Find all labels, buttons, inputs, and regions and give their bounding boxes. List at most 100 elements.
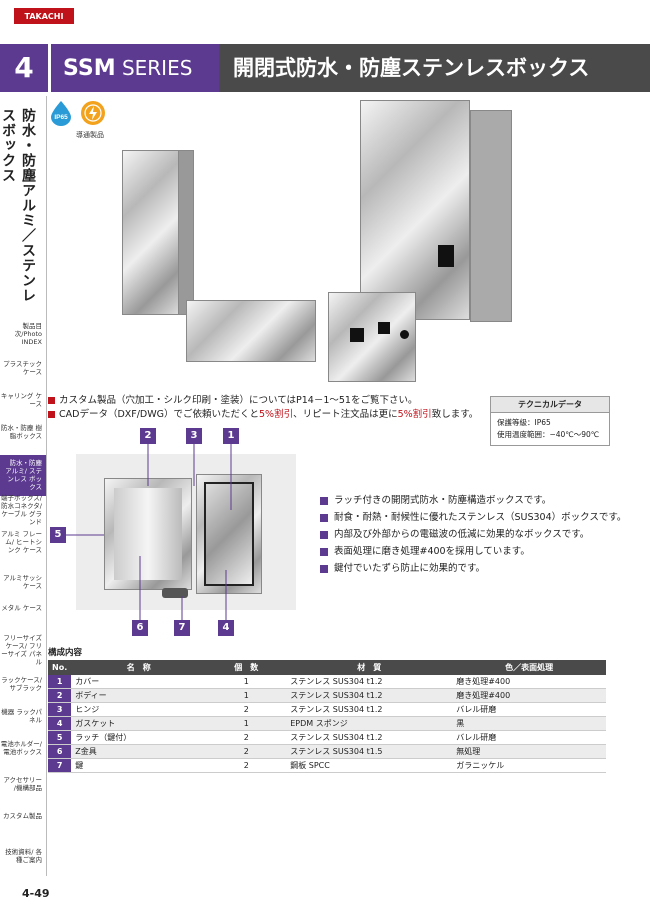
- red-square-bullet: [48, 411, 55, 418]
- feature-item: 耐食・耐熱・耐候性に優れたステンレス（SUS304）ボックスです。: [320, 509, 626, 523]
- cell-no: 7: [48, 758, 72, 773]
- conductive-bolt-icon: [81, 101, 105, 125]
- note-custom-text: カスタム製品（穴加工・シルク印刷・塗装）についてはP14－1～51をご覧下さい。: [59, 395, 418, 406]
- cell-material: ステンレス SUS304 t1.2: [286, 702, 453, 717]
- nav-item[interactable]: 機器 ラックパネル: [1, 708, 42, 725]
- nav-item[interactable]: 製品目次/Photo INDEX: [14, 322, 42, 347]
- note-cad-discount-2: 5%割引: [397, 409, 432, 420]
- nav-item[interactable]: メタル ケース: [1, 604, 42, 612]
- callout-1: 1: [223, 428, 239, 444]
- ip-badge-text: IP65: [54, 114, 68, 121]
- cell-qty: 2: [206, 744, 287, 759]
- col-header-finish: 色／表面処理: [452, 660, 606, 675]
- note-cad-post: 致します。: [431, 409, 479, 420]
- components-heading: 構成内容: [48, 648, 83, 658]
- table-header-row: No. 名 称 個 数 材 質 色／表面処理: [48, 660, 606, 675]
- purple-square-bullet: [320, 564, 328, 573]
- cell-no: 2: [48, 688, 72, 703]
- chapter-number: 4: [0, 44, 48, 92]
- open-box-interior: [114, 488, 182, 580]
- cell-finish: 無処理: [452, 744, 606, 759]
- nav-item[interactable]: アルミサッシ ケース: [3, 574, 42, 591]
- nav-item[interactable]: 技術資料/ 各種ご案内: [5, 848, 42, 865]
- cell-material: EPDM スポンジ: [286, 716, 453, 731]
- product-photo-small-box-hole: [350, 328, 364, 342]
- nav-item[interactable]: 端子ボックス/ 防水コネクタ/ ケーブル グランド: [1, 494, 42, 527]
- nav-item[interactable]: 電池ホルダー/ 電池ボックス: [0, 740, 42, 757]
- callout-3: 3: [186, 428, 202, 444]
- col-header-qty: 個 数: [206, 660, 287, 675]
- cell-material: ステンレス SUS304 t1.2: [286, 675, 453, 689]
- product-photo-tall-box: [122, 150, 180, 315]
- purple-square-bullet: [320, 496, 328, 505]
- cell-finish: 磨き処理#400: [452, 675, 606, 689]
- feature-item: 表面処理に磨き処理#400を採用しています。: [320, 543, 530, 557]
- cell-finish: バレル研磨: [452, 730, 606, 745]
- ip65-drop-icon: IP65: [51, 101, 71, 126]
- purple-square-bullet: [320, 513, 328, 522]
- nav-item[interactable]: 防水・防塵 アルミ/ ステンレス ボックス: [0, 455, 46, 496]
- cell-no: 4: [48, 716, 72, 731]
- page-title: 開閉式防水・防塵ステンレスボックス: [219, 44, 650, 92]
- nav-item[interactable]: キャリング ケース: [0, 392, 42, 409]
- nav-item[interactable]: フリーサイズ ケース/ フリーサイズ パネル: [1, 634, 42, 667]
- feature-text: ラッチ付きの開閉式防水・防塵構造ボックスです。: [334, 495, 552, 506]
- nav-item[interactable]: カスタム製品: [3, 812, 42, 820]
- nav-item[interactable]: アルミ フレーム/ ヒートシンク ケース: [0, 530, 42, 555]
- cell-qty: 1: [206, 675, 287, 689]
- cell-qty: 2: [206, 702, 287, 717]
- cell-name: カバー: [71, 675, 207, 689]
- series-sub: SERIES: [121, 56, 193, 80]
- feature-text: 内部及び外部からの電磁波の低減に効果的なボックスです。: [334, 529, 590, 540]
- cell-no: 6: [48, 744, 72, 759]
- cell-material: 鋼板 SPCC: [286, 758, 453, 773]
- cell-qty: 2: [206, 758, 287, 773]
- cell-no: 3: [48, 702, 72, 717]
- nav-item[interactable]: アクセサリー /機構部品: [3, 776, 42, 793]
- cell-material: ステンレス SUS304 t1.5: [286, 744, 453, 759]
- brand-logo: TAKACHI: [14, 8, 74, 24]
- nav-item[interactable]: ラックケース/ サブラック: [1, 676, 42, 693]
- nav-item[interactable]: プラスチック ケース: [3, 360, 42, 377]
- feature-item: ラッチ付きの開閉式防水・防塵構造ボックスです。: [320, 492, 551, 506]
- product-photo-large-box-side: [470, 110, 512, 322]
- note-cad-pre: CADデータ（DXF/DWG）でご依頼いただくと: [59, 409, 260, 420]
- series-label: SSM SERIES: [51, 44, 219, 92]
- cell-finish: 磨き処理#400: [452, 688, 606, 703]
- conductive-label: 導通製品: [76, 131, 104, 139]
- side-title: 防水・防塵アルミ／ステンレスボックス: [0, 108, 36, 303]
- page-number: 4-49: [22, 887, 50, 900]
- red-square-bullet: [48, 397, 55, 404]
- feature-text: 表面処理に磨き処理#400を採用しています。: [334, 546, 530, 557]
- callout-2: 2: [140, 428, 156, 444]
- technical-data-header: テクニカルデータ: [491, 397, 609, 413]
- technical-data-temperature: 使用温度範囲：−40℃〜90℃: [497, 430, 600, 439]
- callout-6: 6: [132, 620, 148, 636]
- product-photo-flat-box: [186, 300, 316, 362]
- cell-name: ガスケット: [71, 716, 207, 731]
- feature-text: 耐食・耐熱・耐候性に優れたステンレス（SUS304）ボックスです。: [334, 512, 627, 523]
- feature-item: 内部及び外部からの電磁波の低減に効果的なボックスです。: [320, 526, 589, 540]
- note-cad-discount-1: 5%割引: [259, 409, 294, 420]
- technical-data-protection: 保護等級：IP65: [497, 418, 551, 427]
- cell-finish: ガラニッケル: [452, 758, 606, 773]
- cell-name: Z金具: [71, 744, 207, 759]
- nav-item[interactable]: 防水・防塵 樹脂ボックス: [0, 424, 42, 441]
- open-box-gasket: [204, 482, 254, 586]
- cell-name: ヒンジ: [71, 702, 207, 717]
- series-main: SSM: [63, 56, 116, 81]
- note-custom: カスタム製品（穴加工・シルク印刷・塗装）についてはP14－1～51をご覧下さい。: [48, 392, 417, 406]
- col-header-no: No.: [48, 660, 72, 675]
- note-cad: CADデータ（DXF/DWG）でご依頼いただくと5%割引、リピート注文品は更に5…: [48, 406, 478, 420]
- product-photo-small-box-hole: [378, 322, 390, 334]
- cell-name: 鍵: [71, 758, 207, 773]
